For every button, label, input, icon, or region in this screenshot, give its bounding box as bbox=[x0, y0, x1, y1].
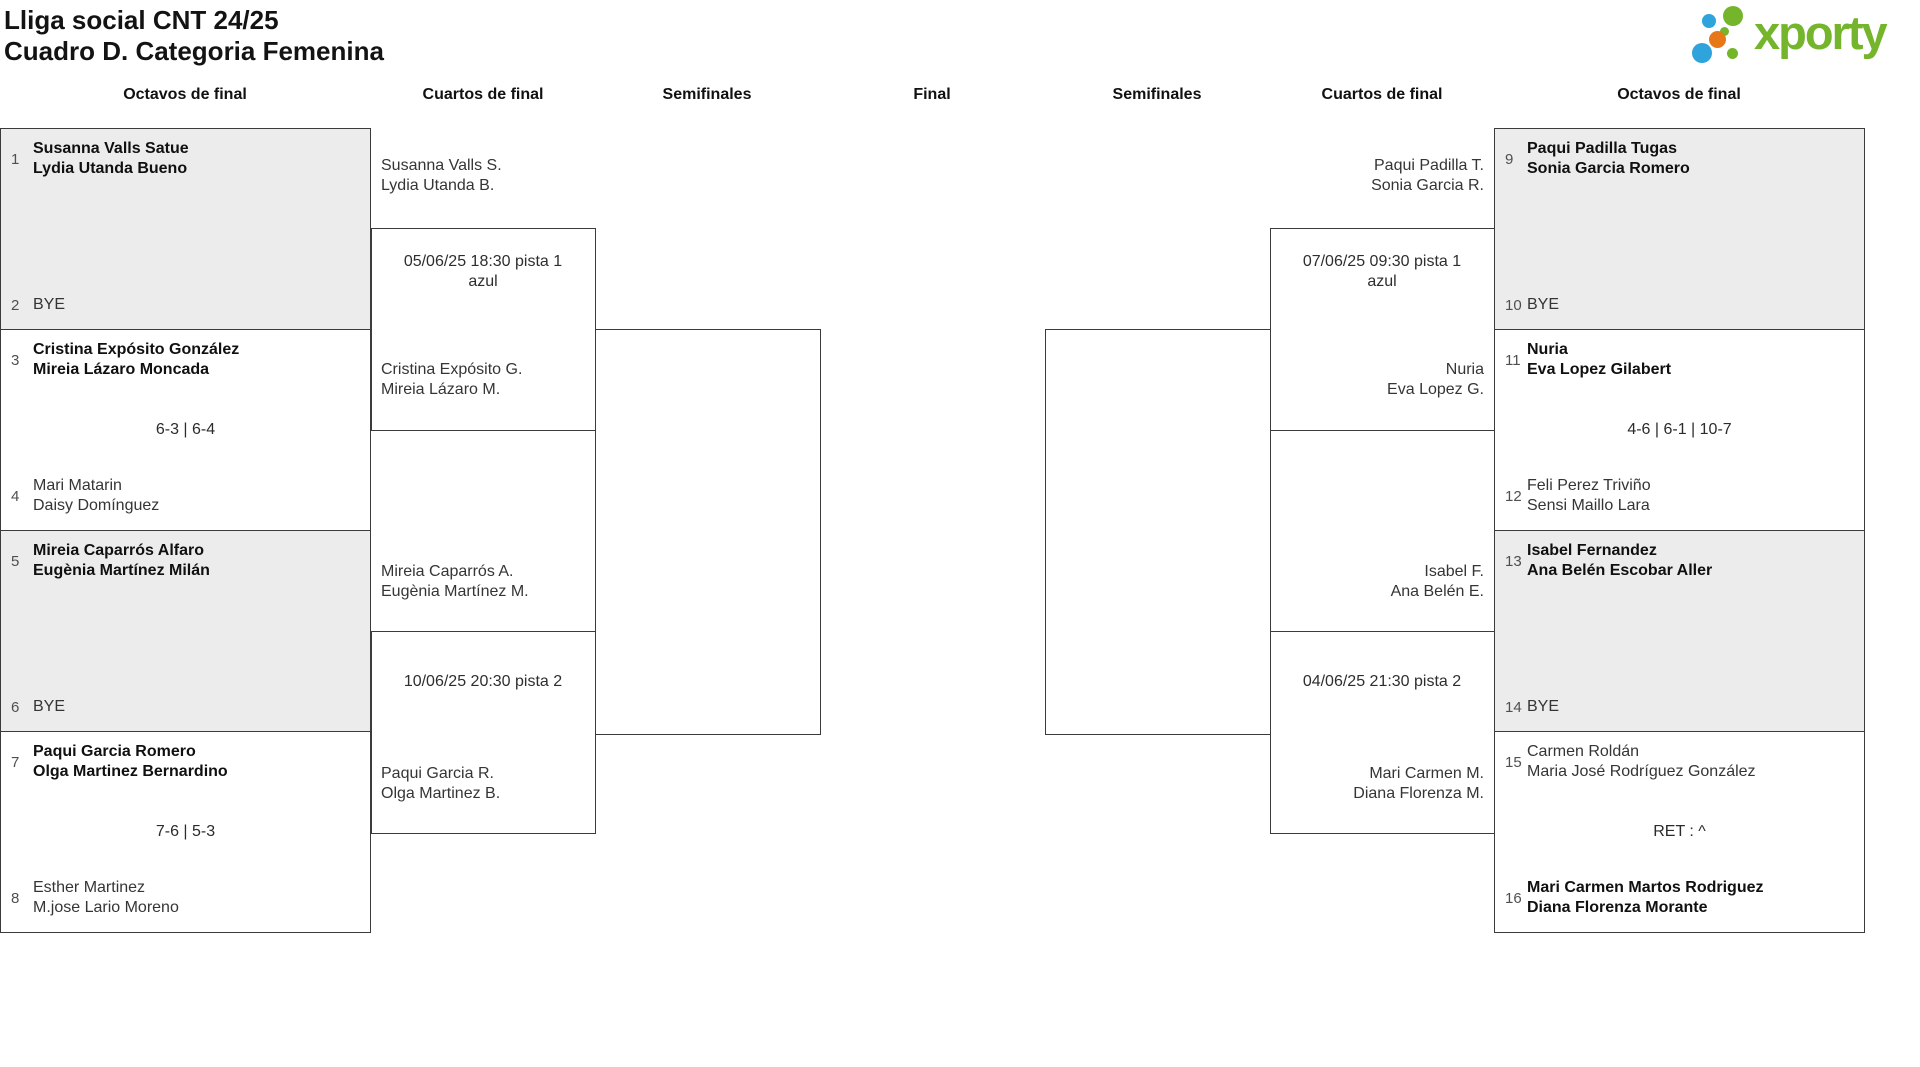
logo-dot-green-small bbox=[1727, 48, 1738, 59]
team-names: Susanna Valls S.Lydia Utanda B. bbox=[381, 157, 502, 194]
seed-number: 10 bbox=[1505, 296, 1522, 314]
team-names: BYE bbox=[1527, 296, 1560, 313]
match-box-semifinal-right bbox=[1045, 329, 1271, 735]
seed-number: 7 bbox=[11, 753, 20, 771]
team-names: Mireia Caparrós A.Eugènia Martínez M. bbox=[381, 563, 529, 600]
tournament-name: Lliga social CNT 24/25 bbox=[4, 5, 279, 35]
seed-number: 12 bbox=[1505, 487, 1522, 505]
seed-number: 9 bbox=[1505, 150, 1514, 168]
logo-dot-orange bbox=[1709, 31, 1726, 48]
logo-dot-blue-big bbox=[1692, 43, 1712, 63]
team-names: Paqui Padilla T.Sonia Garcia R. bbox=[1371, 157, 1484, 194]
team-names: Paqui Garcia R.Olga Martinez B. bbox=[381, 765, 501, 802]
round-header-octavos-right: Octavos de final bbox=[1617, 86, 1741, 103]
seed-number: 13 bbox=[1505, 552, 1522, 570]
team-names: Cristina Expósito G.Mireia Lázaro M. bbox=[381, 361, 523, 398]
match-schedule: 04/06/25 21:30 pista 2 bbox=[1302, 673, 1462, 690]
match-score: 6-3 | 6-4 bbox=[155, 421, 216, 438]
match-schedule: 10/06/25 20:30 pista 2 bbox=[403, 673, 563, 690]
match-box-semifinal-left bbox=[595, 329, 821, 735]
match-score: 4-6 | 6-1 | 10-7 bbox=[1627, 421, 1732, 438]
seed-number: 2 bbox=[11, 296, 20, 314]
seed-number: 11 bbox=[1505, 351, 1521, 369]
seed-number: 4 bbox=[11, 487, 20, 505]
team-names: BYE bbox=[1527, 698, 1560, 715]
round-header-octavos-left: Octavos de final bbox=[123, 86, 247, 103]
round-header-semis-left: Semifinales bbox=[662, 86, 752, 103]
round-header-semis-right: Semifinales bbox=[1112, 86, 1202, 103]
xporty-logo[interactable]: xporty bbox=[1690, 5, 1918, 83]
team-entry: 14 BYE bbox=[1495, 697, 1864, 717]
round-header-final: Final bbox=[913, 86, 951, 103]
logo-dot-blue-small bbox=[1702, 14, 1716, 28]
seed-number: 16 bbox=[1505, 889, 1522, 907]
match-score: 7-6 | 5-3 bbox=[155, 823, 216, 840]
team-names: Mari Carmen M.Diana Florenza M. bbox=[1353, 765, 1484, 802]
team-names: BYE bbox=[33, 698, 66, 715]
logo-dot-green-tiny bbox=[1720, 27, 1729, 36]
bracket-subtitle: Cuadro D. Categoria Femenina bbox=[4, 36, 384, 66]
logo-wordmark: xporty bbox=[1754, 6, 1888, 59]
team-names: Isabel F.Ana Belén E. bbox=[1390, 563, 1484, 600]
seed-number: 6 bbox=[11, 698, 20, 716]
team-entry: 6 BYE bbox=[1, 697, 370, 717]
team-entry: 2 BYE bbox=[1, 295, 370, 315]
seed-number: 3 bbox=[11, 351, 20, 369]
round-header-cuartos-left: Cuartos de final bbox=[422, 86, 544, 103]
team-names: BYE bbox=[33, 296, 66, 313]
seed-number: 14 bbox=[1505, 698, 1522, 716]
seed-number: 15 bbox=[1505, 753, 1522, 771]
team-entry: 10 BYE bbox=[1495, 295, 1864, 315]
logo-dot-green-big bbox=[1723, 6, 1743, 26]
round-header-cuartos-right: Cuartos de final bbox=[1321, 86, 1443, 103]
page-title: Lliga social CNT 24/25 Cuadro D. Categor… bbox=[4, 5, 384, 67]
seed-number: 1 bbox=[11, 150, 20, 168]
seed-number: 8 bbox=[11, 889, 20, 907]
match-score: RET : ^ bbox=[1653, 823, 1706, 840]
seed-number: 5 bbox=[11, 552, 20, 570]
